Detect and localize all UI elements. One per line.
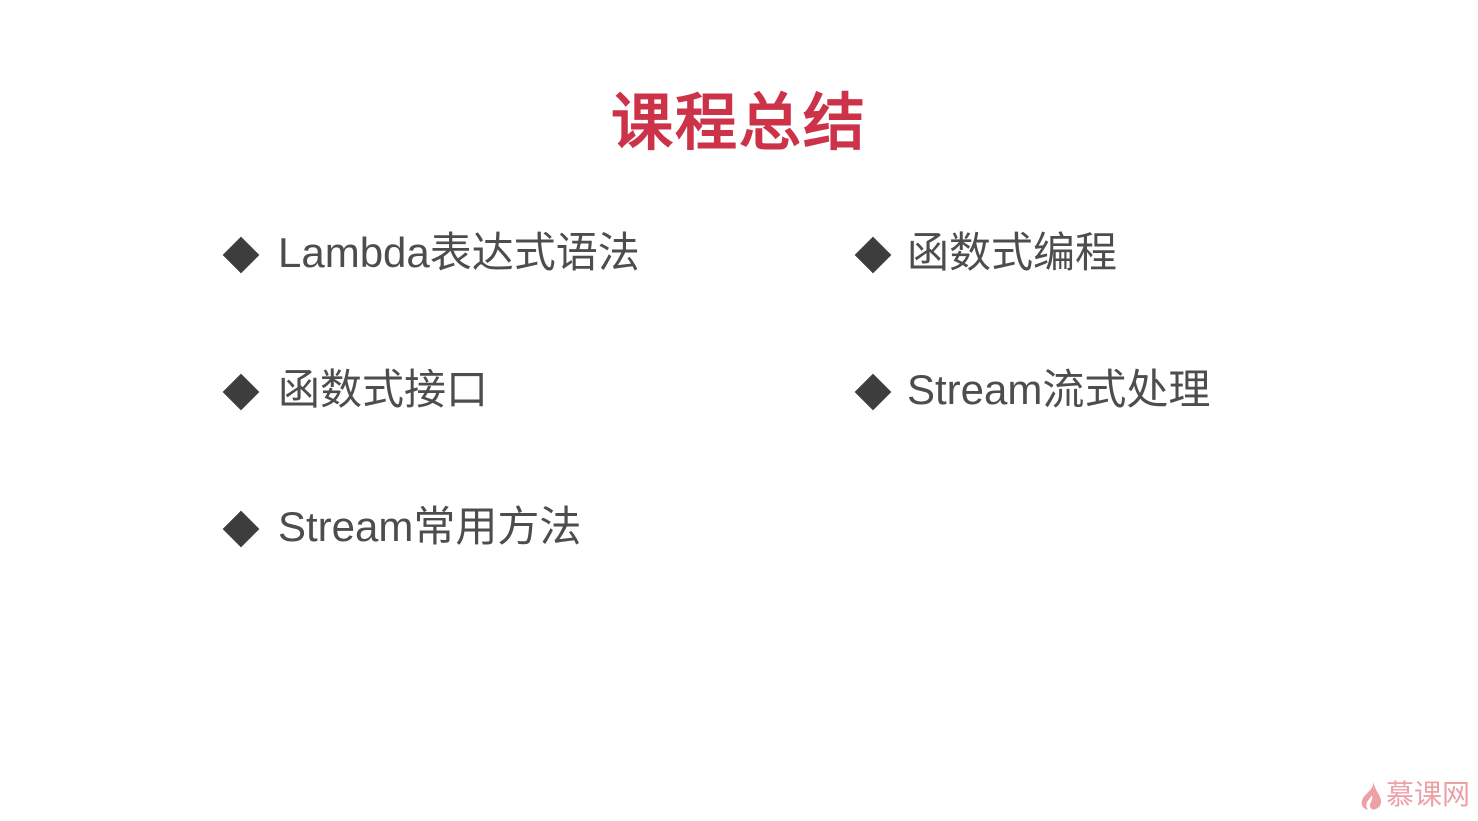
flame-icon [1361,780,1382,810]
bullet-list: Lambda表达式语法 函数式编程 函数式接口 Stream流式处理 Strea… [222,228,1328,639]
list-item-label: Stream流式处理 [907,366,1211,413]
diamond-bullet-icon [854,236,892,274]
list-item: 函数式编程 [854,228,1328,278]
bullet-row: Stream常用方法 [222,502,1328,639]
list-item: Stream常用方法 [222,502,860,552]
diamond-bullet-icon [222,236,260,274]
list-item-label: 函数式编程 [907,229,1118,276]
diamond-bullet-icon [222,510,260,548]
diamond-bullet-icon [222,373,260,411]
list-item: 函数式接口 [222,365,860,415]
list-item-label: 函数式接口 [278,366,489,413]
list-item: Stream流式处理 [854,365,1328,415]
imooc-logo-text: 慕课网 [1385,779,1470,810]
diamond-bullet-icon [854,373,892,411]
list-item: Lambda表达式语法 [222,228,860,278]
list-item-label: Lambda表达式语法 [278,229,640,276]
list-item-label: Stream常用方法 [278,503,582,550]
bullet-row: 函数式接口 Stream流式处理 [222,365,1328,502]
page-title: 课程总结 [610,89,867,158]
bullet-row: Lambda表达式语法 函数式编程 [222,228,1328,365]
imooc-logo: 慕课网 [1360,775,1470,815]
